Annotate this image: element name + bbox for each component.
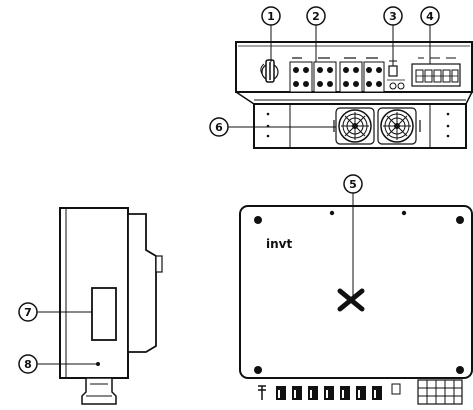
- callout-1: 1: [261, 6, 281, 26]
- callout-7: 7: [18, 302, 38, 322]
- callout-2-label: 2: [312, 10, 320, 23]
- callout-3: 3: [383, 6, 403, 26]
- callout-7-label: 7: [24, 306, 32, 319]
- nameplate-label: [91, 287, 117, 341]
- communication-port: [387, 60, 405, 90]
- pv-group-3: [339, 61, 363, 93]
- mounting-screw: [456, 216, 464, 224]
- callout-8: 8: [18, 354, 38, 374]
- mounting-screw: [456, 366, 464, 374]
- side-bottom-connector: [81, 377, 117, 405]
- callout-6: 6: [209, 117, 229, 137]
- led-indicator: [337, 288, 365, 312]
- pv-connector-groups: [289, 57, 385, 93]
- callout-8-label: 8: [24, 358, 32, 371]
- callout-1-label: 1: [267, 10, 275, 23]
- callout-3-label: 3: [389, 10, 397, 23]
- callout-2: 2: [306, 6, 326, 26]
- mounting-screw: [254, 366, 262, 374]
- pv-group-1: [289, 61, 313, 93]
- bottom-view: [235, 41, 473, 149]
- leader-lines: [37, 25, 431, 365]
- cooling-fan-left: [335, 107, 375, 145]
- front-view: invt: [239, 205, 473, 405]
- callout-6-label: 6: [215, 121, 223, 134]
- callout-5: 5: [343, 174, 363, 194]
- pv-group-4: [363, 61, 385, 93]
- side-heatsink: [127, 213, 157, 353]
- ac-terminal: [411, 57, 461, 87]
- mounting-screw: [254, 216, 262, 224]
- front-enclosure: [239, 205, 473, 379]
- front-bottom-connectors: [258, 379, 463, 405]
- pv-group-2: [313, 61, 337, 93]
- callout-4-label: 4: [426, 10, 434, 23]
- brand-logo: invt: [266, 237, 292, 251]
- side-view: [59, 207, 163, 405]
- callout-5-label: 5: [349, 178, 357, 191]
- dc-switch: [260, 59, 279, 83]
- cooling-fan-right: [377, 107, 417, 145]
- callout-4: 4: [420, 6, 440, 26]
